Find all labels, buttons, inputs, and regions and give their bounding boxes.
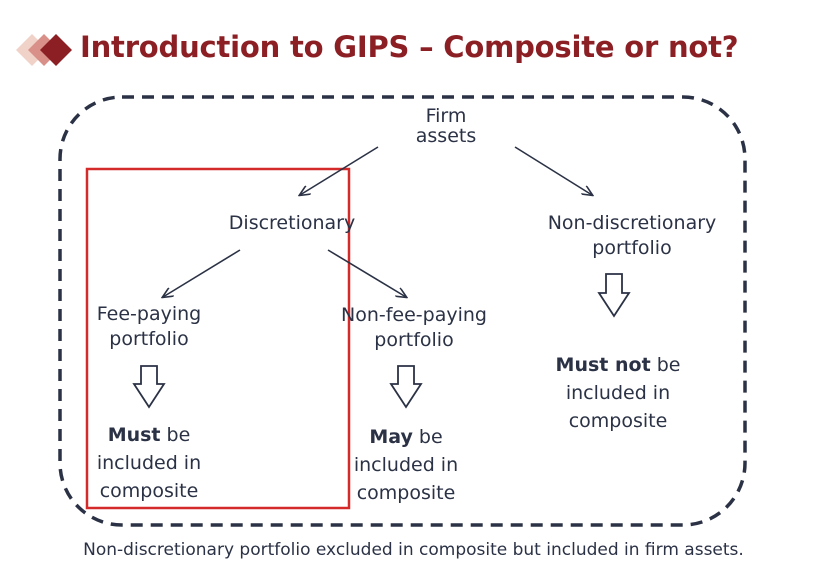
non-discretionary-line2: portfolio [592,237,672,259]
outcome-must-not-bold: Must not [555,354,651,376]
outcome-must-rest: be [160,424,191,446]
discretionary-label: Discretionary [228,212,356,234]
outcome-must: Must be included in composite [84,421,214,505]
hollow-down-arrow-icon [597,273,631,318]
outcome-may-line1: May be [341,423,471,451]
node-non-fee-paying: Non-fee-paying portfolio [334,303,494,353]
outcome-may-rest: be [412,426,443,448]
firm-assets-line1: Firm [425,105,467,127]
arrow-discretionary-to-non-fee-paying [327,249,406,297]
fee-paying-line1: Fee-paying [96,303,202,325]
firm-assets-line2: assets [415,125,477,147]
outcome-must-not-line1: Must not be [538,351,698,379]
non-discretionary-line1: Non-discretionary [547,212,717,234]
hollow-down-arrow-icon [389,365,423,409]
outcome-may-line2: included in [353,454,459,476]
title-logo-icon [16,34,72,66]
outcome-must-not: Must not be included in composite [538,351,698,435]
outcome-must-line3: composite [99,480,199,502]
node-firm-assets: Firm assets [396,106,496,146]
arrow-discretionary-to-fee-paying [163,249,241,297]
highlight-box [85,167,351,510]
outcome-must-not-line2: included in [565,382,671,404]
outcome-may-line3: composite [356,482,456,504]
footer-note: Non-discretionary portfolio excluded in … [83,540,744,560]
fee-paying-line2: portfolio [109,328,189,350]
dashed-boundary [58,95,747,527]
outcome-must-line2: included in [96,452,202,474]
outcome-may: May be included in composite [341,423,471,507]
outcome-must-not-line3: composite [568,410,668,432]
node-non-discretionary: Non-discretionary portfolio [532,211,732,261]
node-fee-paying: Fee-paying portfolio [84,302,214,352]
logo-diamond-dark [40,34,72,66]
page-title: Introduction to GIPS – Composite or not? [80,30,739,64]
arrow-firm-to-non-discretionary [514,146,592,195]
outcome-must-not-rest: be [650,354,681,376]
outcome-must-bold: Must [107,424,161,446]
outcome-may-bold: May [369,426,413,448]
node-discretionary: Discretionary [212,211,372,236]
hollow-down-arrow-icon [132,365,166,409]
arrow-firm-to-discretionary [300,146,379,195]
non-fee-paying-line2: portfolio [374,329,454,351]
non-fee-paying-line1: Non-fee-paying [341,304,487,326]
outcome-must-line1: Must be [84,421,214,449]
